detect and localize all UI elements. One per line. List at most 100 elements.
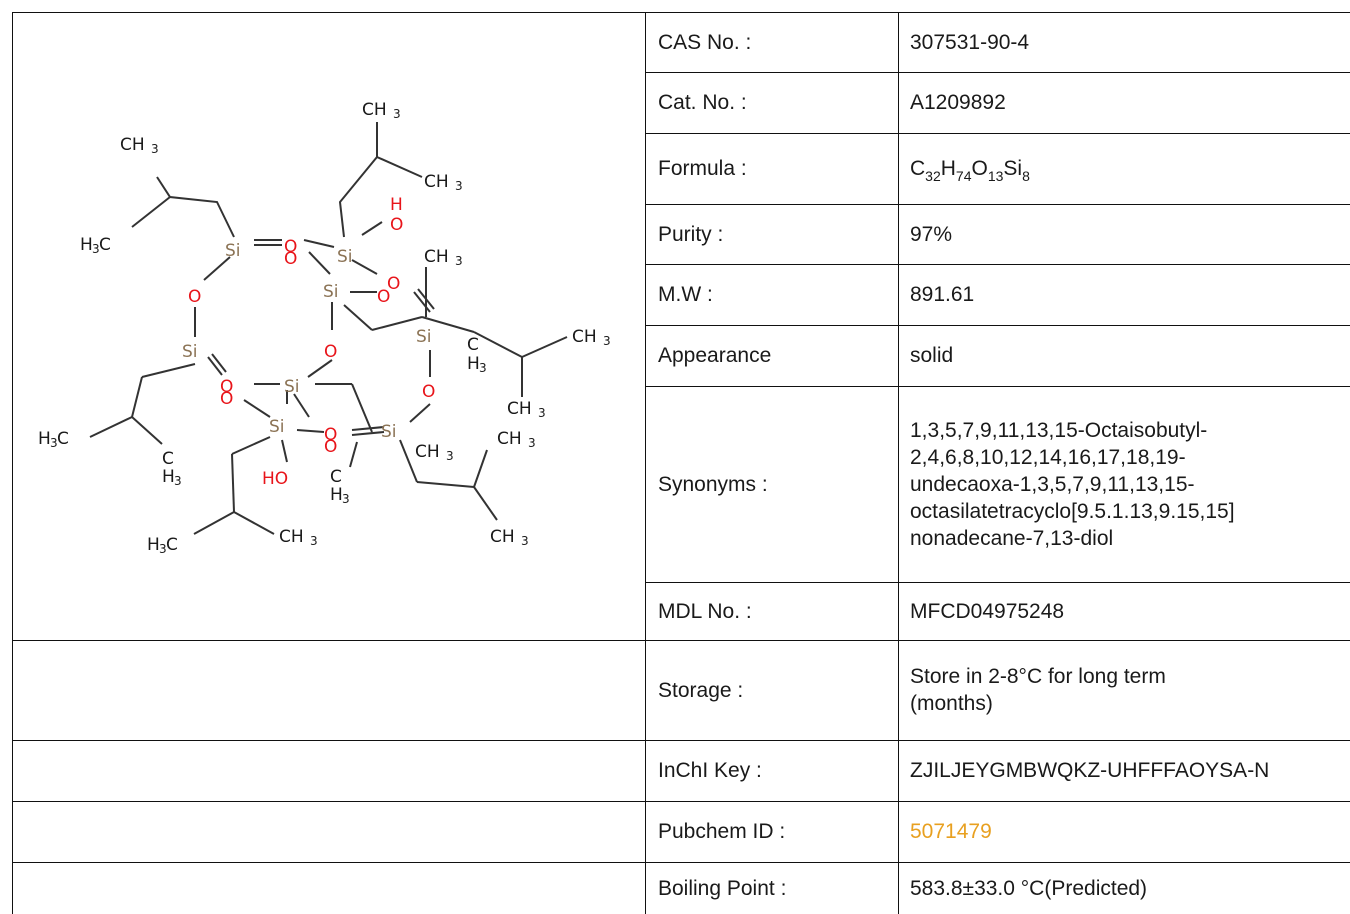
svg-text:O: O: [377, 287, 390, 307]
cat-label: Cat. No. :: [658, 91, 747, 114]
svg-text:H: H: [467, 354, 480, 374]
svg-text:Si: Si: [337, 247, 353, 267]
table-border-top: [12, 12, 1350, 13]
formula-subscript: 8: [1022, 168, 1030, 184]
row-divider: [12, 640, 1350, 641]
svg-text:CH: CH: [572, 327, 597, 347]
row-divider: [645, 204, 1350, 205]
boiling-point-value: 583.8±33.0 °C(Predicted): [910, 876, 1148, 900]
svg-text:3: 3: [528, 436, 536, 450]
svg-text:3: 3: [174, 474, 182, 488]
svg-text:3: 3: [455, 179, 463, 193]
synonyms-value: 1,3,5,7,9,11,13,15-Octaisobutyl- 2,4,6,8…: [898, 386, 1350, 582]
svg-text:3: 3: [521, 534, 529, 548]
table-border-divider: [645, 12, 646, 914]
svg-text:O: O: [387, 274, 400, 294]
svg-text:O: O: [220, 389, 233, 409]
svg-text:3: 3: [50, 436, 58, 450]
svg-text:CH: CH: [507, 399, 532, 419]
row-divider: [12, 862, 1350, 863]
pubchem-value: 5071479: [898, 801, 1350, 862]
cat-value: A1209892: [910, 91, 1006, 114]
formula-subscript: 32: [925, 168, 941, 184]
svg-text:O: O: [220, 377, 233, 397]
pubchem-link[interactable]: 5071479: [910, 820, 992, 843]
row-divider: [12, 740, 1350, 741]
svg-text:CH: CH: [424, 247, 449, 267]
svg-text:CH: CH: [497, 429, 522, 449]
svg-text:C: C: [57, 429, 69, 449]
formula-element: Si: [1003, 157, 1023, 180]
svg-text:H: H: [162, 467, 175, 487]
mdl-value: MFCD04975248: [910, 599, 1065, 623]
inchi-label: InChI Key :: [658, 759, 762, 782]
inchi-value: ZJILJEYGMBWQKZ-UHFFFAOYSA-N: [910, 759, 1270, 782]
svg-text:O: O: [422, 382, 435, 402]
storage-value: Store in 2-8°C for long term (months): [898, 640, 1350, 740]
svg-text:Si: Si: [269, 417, 285, 437]
formula-subscript: 13: [987, 168, 1004, 184]
svg-text:Si: Si: [284, 377, 300, 397]
storage-line: (months): [910, 692, 993, 715]
svg-text:3: 3: [603, 334, 611, 348]
mw-value: 891.61: [910, 283, 975, 306]
svg-text:3: 3: [479, 361, 487, 375]
svg-text:CH: CH: [415, 442, 440, 462]
row-divider: [645, 133, 1350, 134]
svg-text:O: O: [284, 237, 297, 257]
svg-text:C: C: [162, 449, 174, 469]
svg-text:O: O: [324, 425, 337, 445]
appearance-label: Appearance: [658, 344, 772, 367]
cas-value: 307531-90-4: [910, 30, 1030, 54]
row-divider: [645, 264, 1350, 265]
svg-text:Si: Si: [381, 422, 397, 442]
svg-text:3: 3: [159, 542, 167, 556]
cas-label: CAS No. :: [658, 30, 752, 54]
svg-text:H: H: [80, 235, 93, 255]
svg-text:C: C: [467, 335, 479, 355]
mw-label: M.W :: [658, 283, 713, 306]
svg-text:3: 3: [538, 406, 546, 420]
svg-text:CH: CH: [120, 135, 145, 155]
row-divider: [12, 801, 1350, 802]
synonyms-label: Synonyms :: [658, 472, 768, 496]
boiling-point-label: Boiling Point :: [658, 876, 787, 900]
svg-text:Si: Si: [416, 327, 432, 347]
row-divider: [645, 72, 1350, 73]
svg-text:O: O: [324, 437, 337, 457]
svg-text:O: O: [188, 287, 201, 307]
synonym-line: 1,3,5,7,9,11,13,15-Octaisobutyl-: [910, 418, 1208, 442]
formula-element: H: [940, 157, 956, 180]
bond-lines: [89, 122, 568, 535]
formula-value: C32H74O13Si8: [898, 133, 1350, 204]
svg-text:Si: Si: [323, 282, 339, 302]
table-border-divider: [898, 12, 899, 914]
mdl-label: MDL No. :: [658, 599, 752, 623]
svg-text:CH: CH: [490, 527, 515, 547]
svg-text:H: H: [390, 195, 403, 215]
svg-text:HO: HO: [262, 469, 288, 489]
purity-value: 97%: [910, 222, 953, 246]
purity-label: Purity :: [658, 222, 724, 246]
svg-text:3: 3: [342, 492, 350, 506]
svg-text:CH: CH: [279, 527, 304, 547]
svg-text:CH: CH: [424, 172, 449, 192]
svg-text:CH: CH: [362, 100, 387, 120]
table-border-left: [12, 12, 13, 914]
svg-text:O: O: [324, 342, 337, 362]
svg-text:3: 3: [393, 107, 401, 121]
svg-text:3: 3: [151, 142, 159, 156]
row-divider: [645, 325, 1350, 326]
row-divider: [645, 386, 1350, 387]
svg-text:C: C: [99, 235, 111, 255]
svg-text:O: O: [284, 249, 297, 269]
synonym-line: nonadecane-7,13-diol: [910, 526, 1114, 550]
svg-text:3: 3: [310, 534, 318, 548]
svg-text:Si: Si: [182, 342, 198, 362]
svg-text:3: 3: [455, 254, 463, 268]
svg-text:O: O: [390, 215, 403, 235]
formula-element: C: [910, 157, 926, 180]
